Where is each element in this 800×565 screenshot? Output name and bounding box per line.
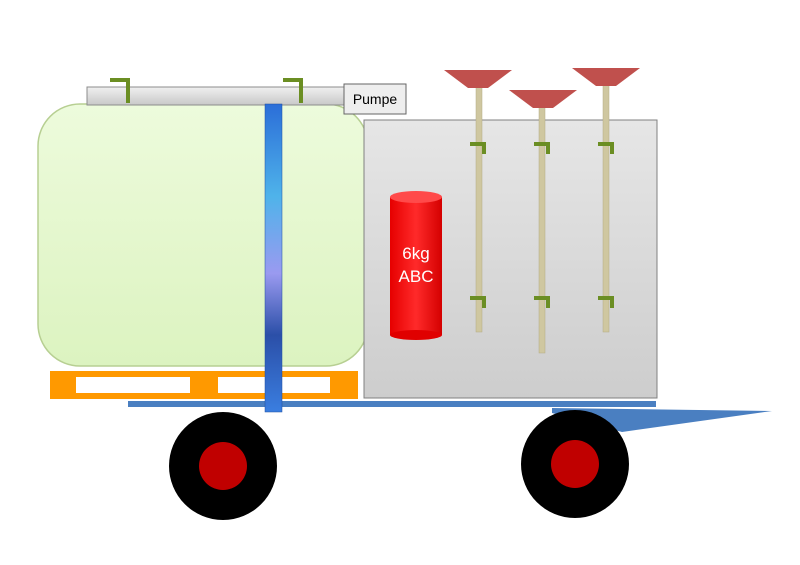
pump-label: Pumpe [353,91,398,107]
fire-extinguisher: 6kg ABC [390,191,442,340]
tank-strap [264,103,283,413]
tool-clip [470,296,486,308]
wheel-front [521,410,629,518]
tool-pole-right [572,68,640,333]
pump-box: Pumpe [343,83,407,115]
tool-clip [598,142,614,154]
funnel-right [572,68,640,86]
tool-pole-left [444,70,512,333]
extinguisher-label-class: ABC [399,267,434,286]
tool-clip [534,142,550,154]
pallet [50,371,358,399]
water-tank [37,103,369,367]
pipe-clip [110,78,130,103]
extinguisher-label-weight: 6kg [402,244,429,263]
pipe-clip [283,78,303,103]
tool-clip [598,296,614,308]
tool-pole-middle [509,90,577,354]
funnel-left [444,70,512,88]
tool-clip [534,296,550,308]
tool-clip [470,142,486,154]
wheel-rear [169,412,277,520]
funnel-middle [509,90,577,108]
chassis-beam [128,401,656,407]
